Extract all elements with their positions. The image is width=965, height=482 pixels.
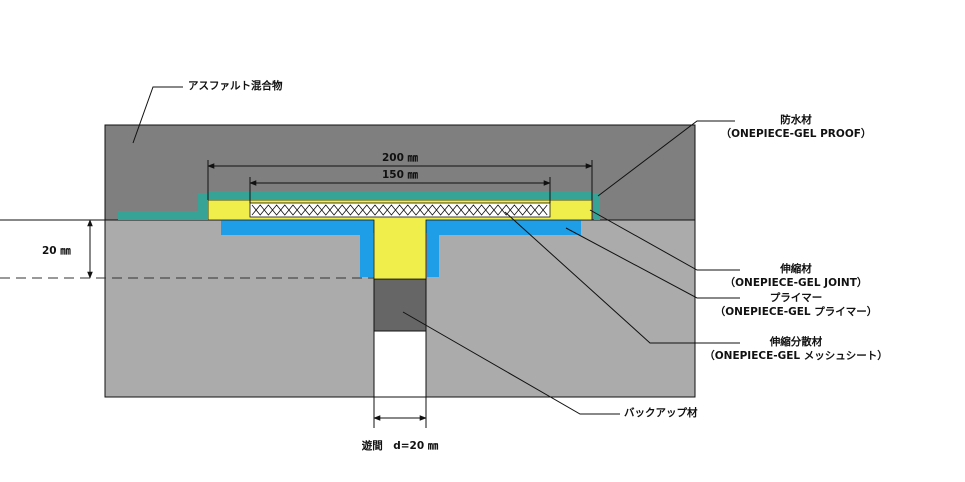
label-mesh-name: 伸縮分散材 [769,336,823,348]
backup-material [373,278,427,332]
leader-asphalt [132,86,183,144]
label-outer-width: 200 ㎜ [381,152,419,164]
leader-mesh [504,211,740,344]
label-inner-width: 150 ㎜ [381,169,419,181]
label-joint-product: （ONEPIECE-GEL JOINT） [724,277,868,289]
label-waterproof-name: 防水材 [780,114,812,126]
label-waterproof-product: （ONEPIECE-GEL PROOF） [720,128,872,140]
label-depth: 20 ㎜ [42,245,71,257]
label-mesh-product: （ONEPIECE-GEL メッシュシート） [704,350,888,362]
leader-joint [589,209,740,271]
leader-primer [565,227,740,299]
label-primer-product: （ONEPIECE-GEL プライマー） [714,306,878,318]
waterproof-top [208,191,592,199]
label-asphalt: アスファルト混合物 [188,80,283,92]
primer-layer [221,220,581,277]
label-primer-name: プライマー [769,292,823,304]
mesh-zigzag-line-b [251,204,548,216]
label-gap: 遊間 d=20 ㎜ [361,440,439,452]
leader-waterproof [597,120,735,197]
leader-backup [402,311,620,415]
joint-gap [373,330,427,398]
label-backup: バックアップ材 [624,407,698,419]
label-joint-name: 伸縮材 [780,263,812,275]
concrete-slab-left [104,219,375,398]
mesh-zigzag [251,204,548,216]
waterproof-layer [118,193,600,220]
mesh-zigzag-line-a [251,204,548,216]
joint-material [207,199,593,280]
concrete-slab-right [425,219,696,398]
